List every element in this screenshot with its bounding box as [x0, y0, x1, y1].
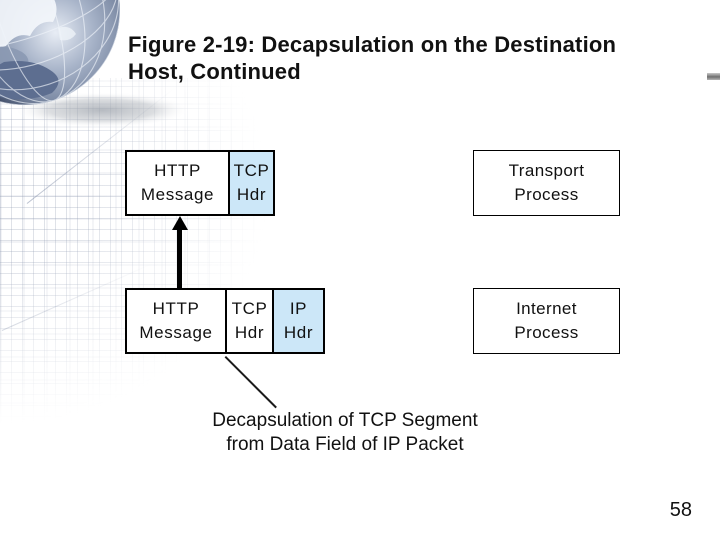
process-box-internet: Internet Process [473, 288, 620, 354]
process-box-transport: Transport Process [473, 150, 620, 216]
packet-box-tcp-segment: HTTP Message TCP Hdr [125, 150, 275, 216]
globe-icon [0, 0, 200, 140]
packet-segment-tcp-hdr: TCP Hdr [228, 152, 273, 214]
diagram-caption: Decapsulation of TCP Segment from Data F… [212, 410, 478, 455]
packet-segment-ip-hdr: IP Hdr [272, 290, 323, 352]
packet-box-ip-packet: HTTP Message TCP Hdr IP Hdr [125, 288, 325, 354]
packet-segment-http-message: HTTP Message [140, 161, 215, 204]
packet-segment-http-message: HTTP Message [139, 299, 213, 342]
slide-title: Figure 2-19: Decapsulation on the Destin… [128, 32, 617, 84]
packet-segment-tcp-hdr: TCP Hdr [225, 290, 272, 352]
decapsulation-arrow-shaft [177, 230, 182, 288]
page-number: 58 [669, 499, 692, 521]
right-edge-decoration [707, 73, 720, 80]
background-grid-texture [0, 78, 345, 450]
decapsulation-arrow-head [172, 216, 188, 230]
